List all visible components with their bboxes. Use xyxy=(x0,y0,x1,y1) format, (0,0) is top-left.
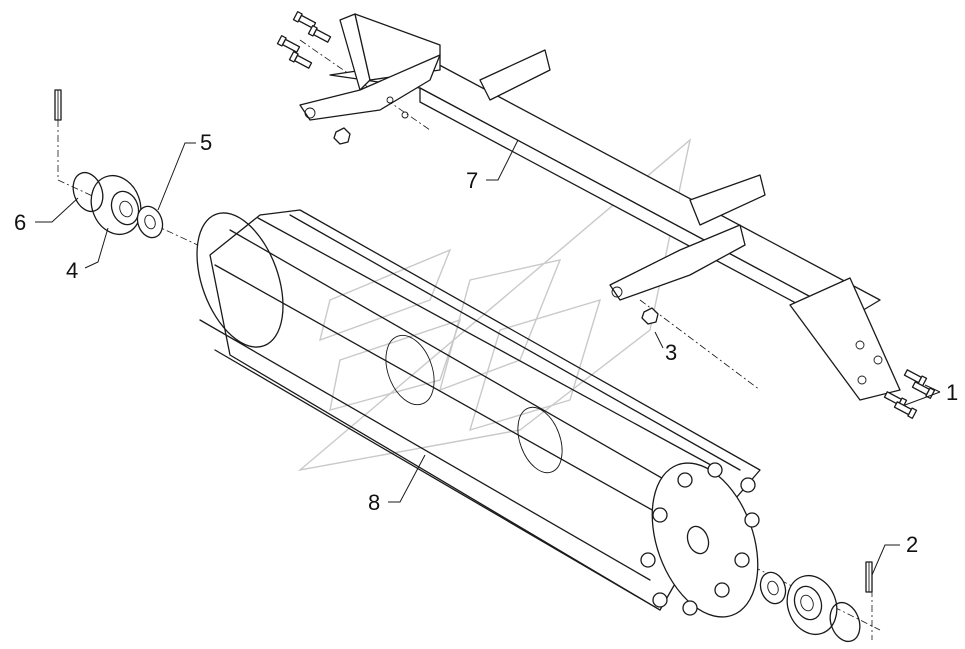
part-6-circlip-left xyxy=(72,171,104,213)
part-8-roller-cage xyxy=(196,209,761,618)
part-7-frame-beam xyxy=(299,13,901,401)
callout-1: 1 xyxy=(946,380,958,405)
part-1-bolts xyxy=(276,11,936,419)
part-4-bearing-right xyxy=(786,574,838,636)
callout-4: 4 xyxy=(66,258,78,283)
part-5-washer-right xyxy=(759,571,787,605)
callout-3: 3 xyxy=(665,340,677,365)
callout-labels: 1 2 3 4 5 6 7 8 xyxy=(14,130,958,557)
part-5-washer-left xyxy=(136,205,164,239)
part-4-bearing-left xyxy=(90,174,142,236)
part-2-pin-left xyxy=(54,89,62,121)
callout-2: 2 xyxy=(906,532,918,557)
part-2-pin-right xyxy=(865,561,873,593)
callout-5: 5 xyxy=(200,130,212,155)
watermark-logo xyxy=(297,138,692,472)
callout-6: 6 xyxy=(14,210,26,235)
leader-lines xyxy=(35,139,941,576)
callout-7: 7 xyxy=(466,168,478,193)
part-6-circlip-right xyxy=(829,601,861,643)
callout-8: 8 xyxy=(368,490,380,515)
part-3-nuts xyxy=(333,127,659,325)
